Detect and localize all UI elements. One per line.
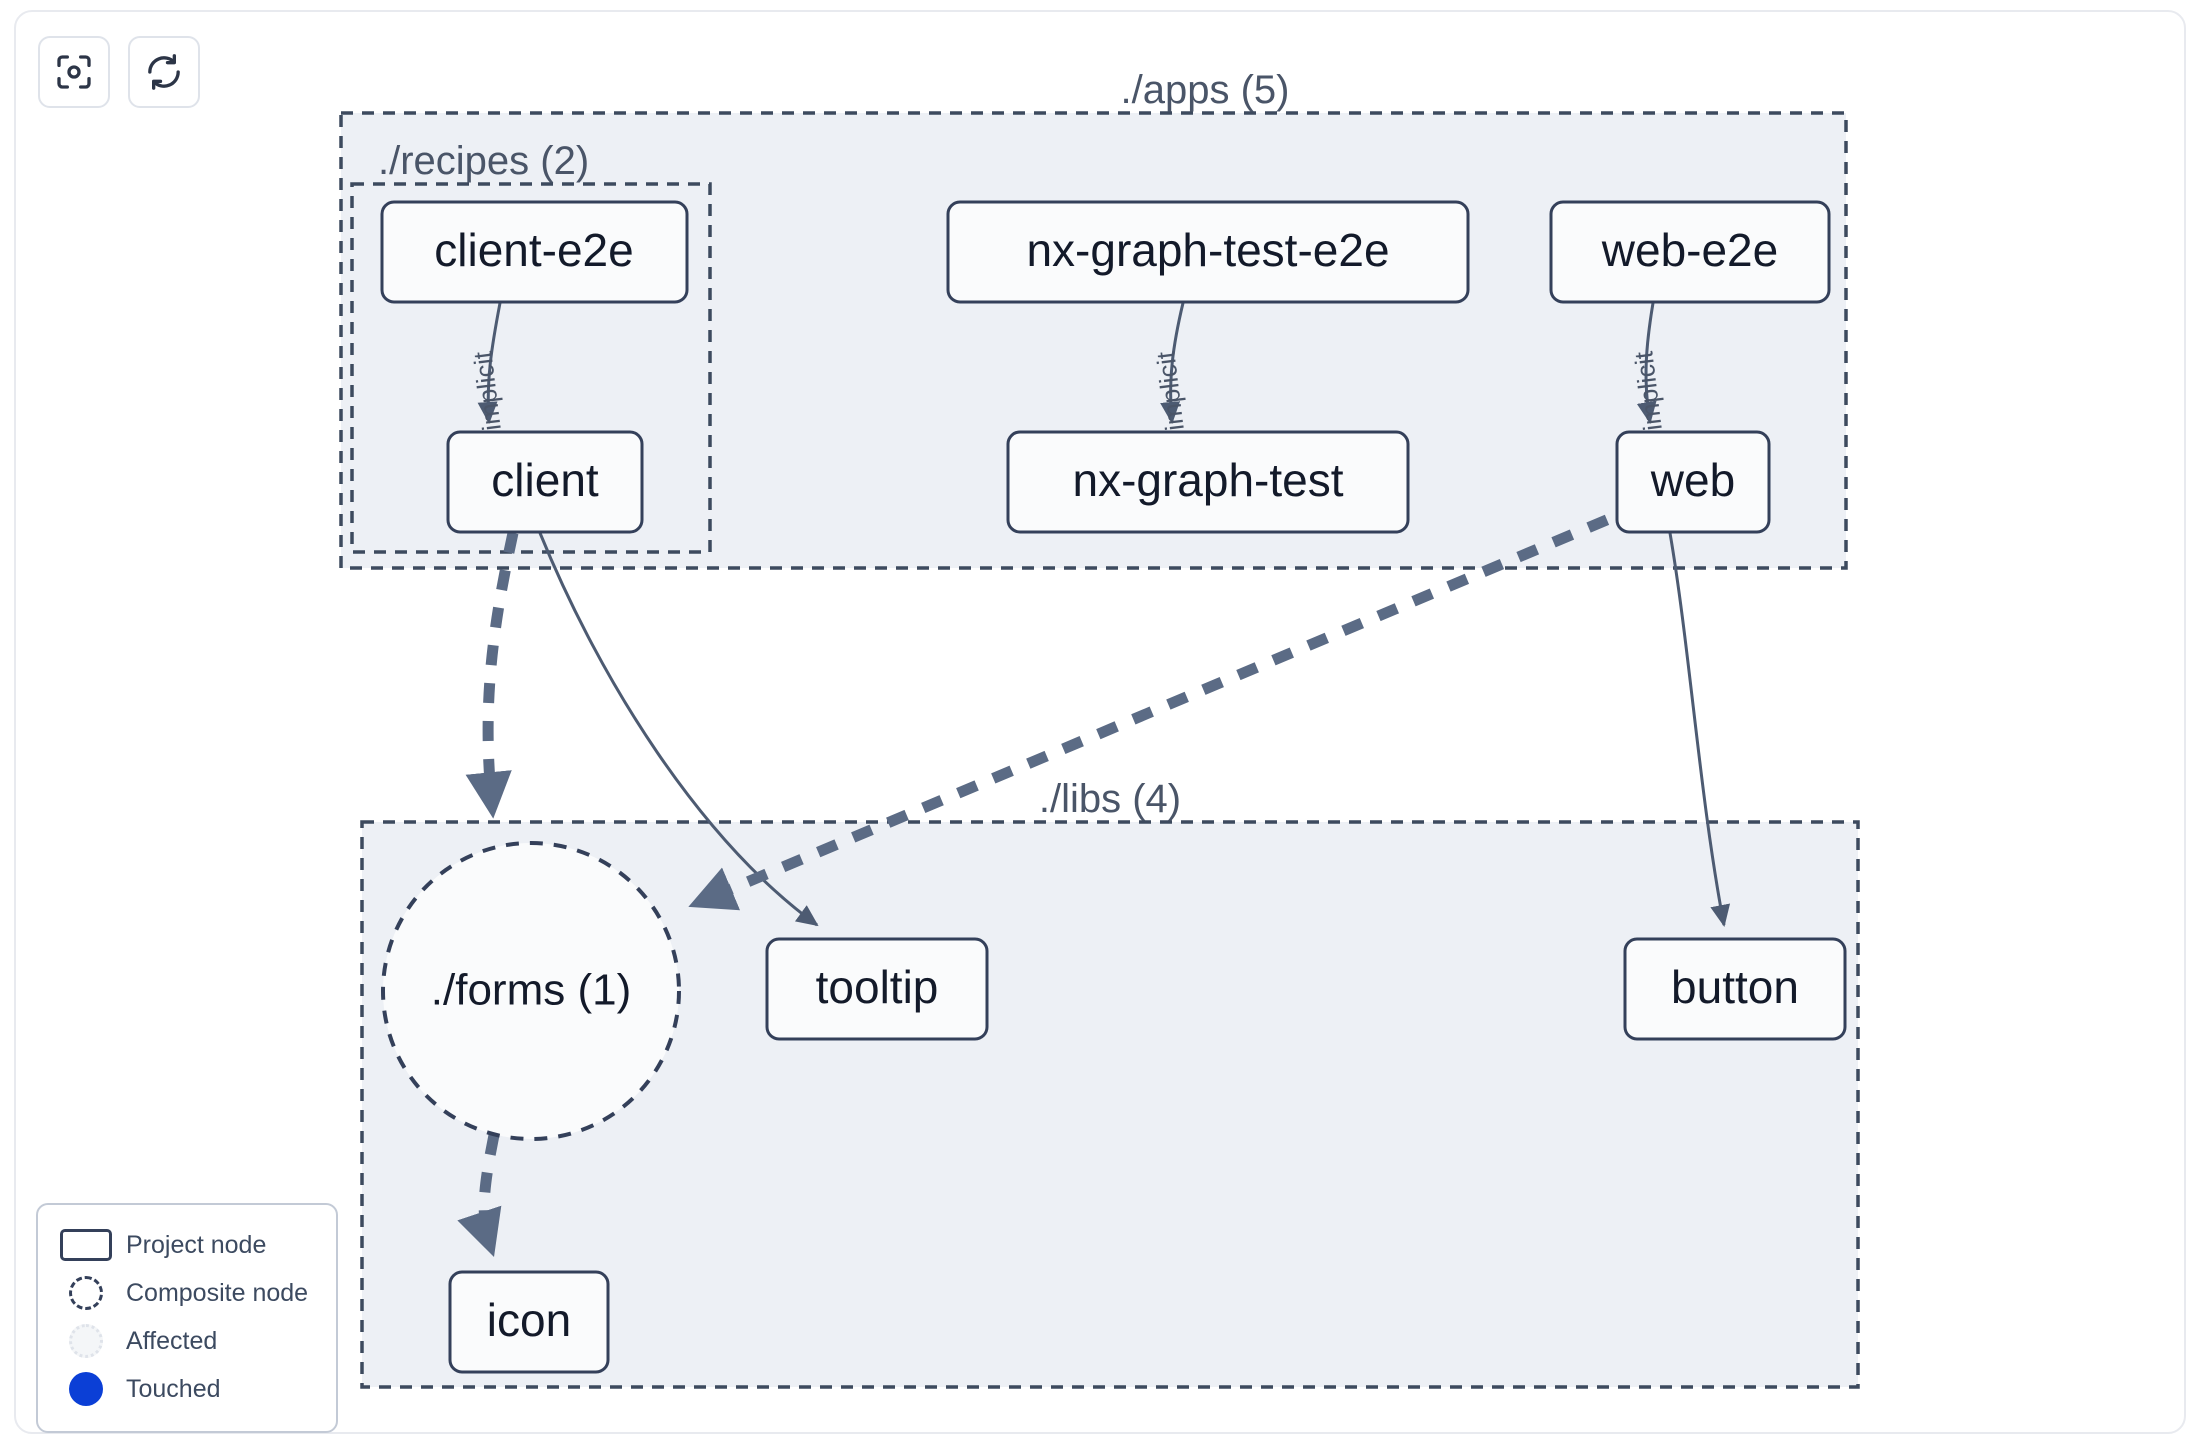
node-rect — [448, 1270, 610, 1374]
legend-label: Project node — [126, 1230, 267, 1259]
node-forms-composite[interactable]: ./forms (1) — [381, 841, 681, 1141]
node-label: ./forms (1) — [431, 966, 631, 1015]
group-recipes-label: ./recipes (2) — [378, 139, 589, 183]
node-rect — [1549, 200, 1831, 304]
edge-path — [457, 1133, 502, 1258]
edge-path — [1160, 302, 1185, 424]
legend-item-touched: Touched — [60, 1365, 318, 1413]
legend-label: Composite node — [126, 1278, 309, 1307]
node-rect — [946, 200, 1470, 304]
touched-swatch — [60, 1372, 116, 1406]
node-rect — [1623, 937, 1847, 1041]
refresh-graph-button[interactable] — [128, 36, 200, 108]
edge-path — [688, 499, 1645, 911]
edge-path — [538, 532, 819, 927]
project-node-swatch — [60, 1229, 116, 1261]
refresh-icon — [144, 52, 184, 92]
edge-path — [1636, 302, 1657, 424]
node-icon[interactable]: icon — [448, 1270, 610, 1374]
focus-graph-button[interactable] — [38, 36, 110, 108]
edge-client-to-forms[interactable] — [465, 531, 519, 819]
node-label: nx-graph-test — [1072, 454, 1343, 506]
node-rect — [380, 200, 689, 304]
node-rect — [765, 937, 989, 1041]
node-label: button — [1671, 961, 1799, 1013]
node-label: client-e2e — [434, 224, 633, 276]
node-label: web-e2e — [1601, 224, 1778, 276]
node-rect — [1615, 430, 1771, 534]
graph-legend: Project node Composite node Affected Tou… — [36, 1203, 338, 1433]
legend-label: Affected — [126, 1326, 218, 1355]
node-rect — [1006, 430, 1410, 534]
legend-item-affected: Affected — [60, 1317, 318, 1365]
edge-web-to-forms[interactable] — [688, 499, 1645, 911]
legend-label: Touched — [126, 1374, 221, 1403]
focus-target-icon — [54, 52, 94, 92]
edge-web-to-button[interactable] — [1668, 532, 1731, 927]
edge-client-to-tooltip[interactable] — [538, 532, 819, 927]
node-label: client — [491, 454, 599, 506]
node-nx-graph-test[interactable]: nx-graph-test — [1006, 430, 1410, 534]
legend-item-project-node: Project node — [60, 1221, 318, 1269]
node-web[interactable]: web — [1615, 430, 1771, 534]
edge-path — [465, 531, 519, 819]
node-client-e2e[interactable]: client-e2e — [380, 200, 689, 304]
edge-path — [477, 302, 502, 424]
node-web-e2e[interactable]: web-e2e — [1549, 200, 1831, 304]
node-label: web — [1650, 454, 1735, 506]
composite-node-circle — [381, 841, 681, 1141]
edge-path — [1668, 532, 1731, 927]
node-rect — [446, 430, 644, 534]
group-libs-label: ./libs (4) — [1039, 777, 1181, 821]
node-label: tooltip — [816, 961, 939, 1013]
group-apps-label: ./apps (5) — [1121, 68, 1290, 112]
node-button[interactable]: button — [1623, 937, 1847, 1041]
legend-item-composite-node: Composite node — [60, 1269, 318, 1317]
node-label: nx-graph-test-e2e — [1026, 224, 1389, 276]
node-client[interactable]: client — [446, 430, 644, 534]
edge-forms-to-icon[interactable] — [457, 1133, 502, 1258]
composite-node-swatch — [60, 1276, 116, 1310]
node-nx-graph-test-e2e[interactable]: nx-graph-test-e2e — [946, 200, 1470, 304]
node-tooltip[interactable]: tooltip — [765, 937, 989, 1041]
node-label: icon — [487, 1294, 571, 1346]
graph-toolbar — [38, 36, 200, 108]
affected-swatch — [60, 1324, 116, 1358]
